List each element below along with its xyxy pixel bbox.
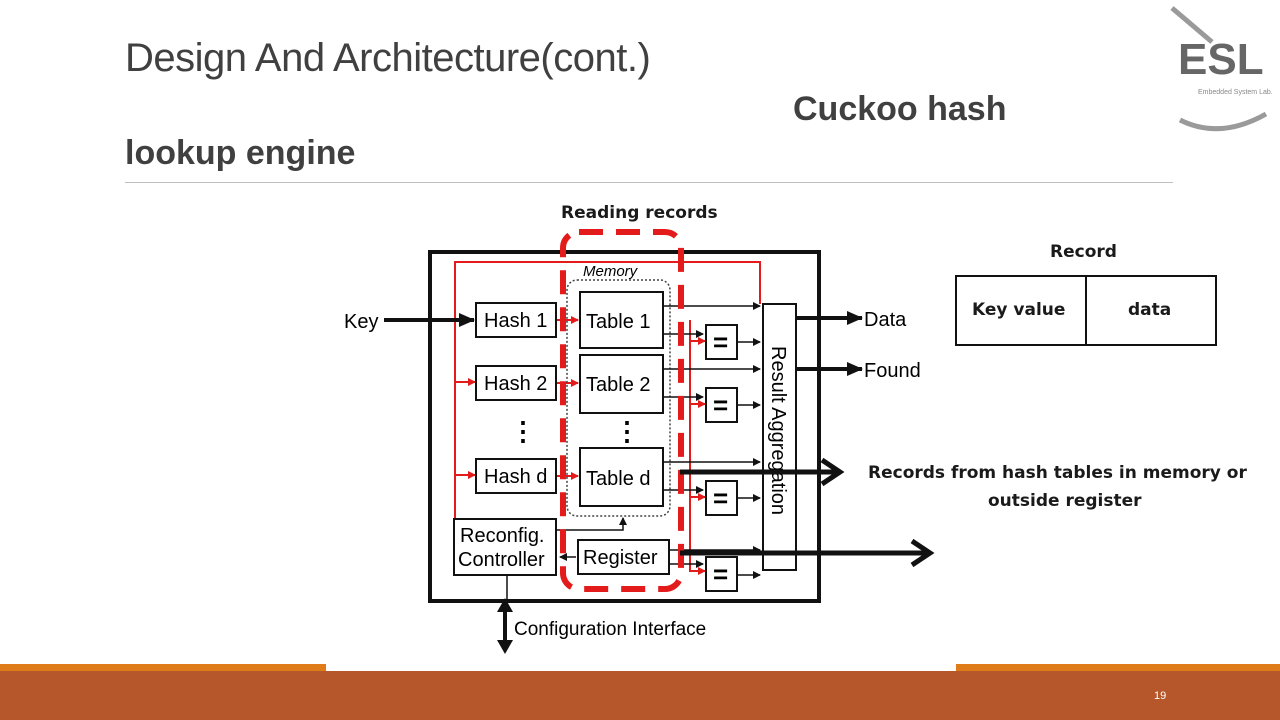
footer-bar — [0, 671, 1280, 720]
hash-2-label: Hash 2 — [484, 373, 547, 395]
black-data-lines — [664, 302, 761, 579]
comparator-1-symbol: = — [713, 327, 728, 357]
red-lines — [454, 261, 761, 575]
register-label: Register — [583, 547, 658, 569]
table-2-label: Table 2 — [586, 374, 651, 396]
comparator-3-symbol: = — [713, 483, 728, 513]
comparator-3: = — [705, 480, 738, 516]
config-interface-label: Configuration Interface — [514, 619, 706, 640]
slide-title: Design And Architecture(cont.) — [125, 36, 651, 80]
hash-d-block — [475, 458, 557, 494]
hash-2-block — [475, 365, 557, 401]
comparator-4: = — [705, 556, 738, 592]
logo-swirl — [1170, 6, 1268, 132]
table-1-block — [579, 291, 664, 349]
hash-ellipsis: ⋮ — [510, 416, 536, 446]
controller-label-line2: Controller — [458, 549, 545, 571]
table-d-block — [579, 447, 664, 507]
footer-accent-left — [0, 664, 326, 671]
reading-records-label: Reading records — [561, 203, 718, 223]
reconfig-controller-block — [453, 518, 557, 576]
esl-logo: ESL Embedded System Lab. — [1170, 6, 1273, 132]
found-output-label: Found — [864, 360, 921, 382]
record-field-key-value: Key value — [972, 300, 1066, 320]
logo-tagline: Embedded System Lab. — [1198, 89, 1273, 96]
logo-text: ESL — [1178, 35, 1264, 84]
memory-group — [566, 279, 671, 517]
data-output-label: Data — [864, 309, 907, 331]
records-pointer-arrow-2-head — [910, 538, 935, 568]
engine-outer-box — [428, 250, 821, 603]
records-note-line1: Records from hash tables in memory or — [868, 463, 1247, 483]
reading-records-highlight — [560, 229, 684, 592]
memory-label: Memory — [583, 263, 639, 280]
records-pointer-arrow-1-head — [820, 457, 845, 487]
comparator-2: = — [705, 387, 738, 423]
slide-subtitle-part1: Cuckoo hash — [793, 90, 1007, 128]
comparator-2-symbol: = — [713, 390, 728, 420]
result-aggregation-label: Result Aggregation — [767, 346, 789, 515]
controller-label-line1: Reconfig. — [460, 525, 545, 547]
table-2-block — [579, 354, 664, 414]
record-field-data: data — [1128, 300, 1172, 320]
page-number: 19 — [1154, 690, 1167, 702]
table-1-label: Table 1 — [586, 311, 651, 333]
hash-d-label: Hash d — [484, 466, 547, 488]
record-title: Record — [1050, 242, 1117, 262]
config-arrow-head-down — [497, 640, 513, 654]
table-d-label: Table d — [586, 468, 651, 490]
table-ellipsis: ⋮ — [614, 416, 640, 446]
records-note-line2: outside register — [988, 491, 1142, 511]
config-arrow-head-up — [497, 598, 513, 612]
result-aggregation-block — [762, 303, 797, 571]
hash-1-block — [475, 302, 557, 338]
footer-accent-right — [956, 664, 1280, 671]
slide-subtitle-part2: lookup engine — [125, 134, 356, 172]
control-links — [506, 517, 627, 600]
comparator-1: = — [705, 324, 738, 360]
register-block — [577, 539, 670, 575]
hash-1-label: Hash 1 — [484, 310, 547, 332]
comparator-4-symbol: = — [713, 559, 728, 589]
title-rule — [125, 182, 1173, 183]
key-label: Key — [344, 311, 378, 333]
